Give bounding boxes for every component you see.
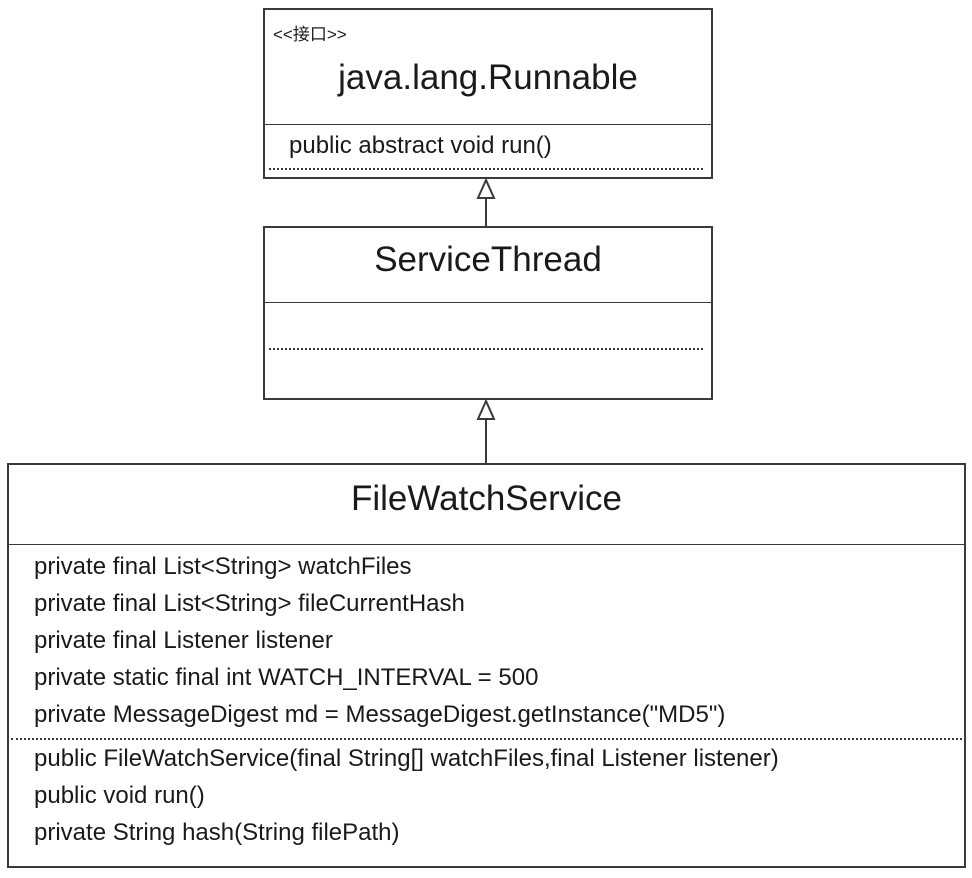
attribute-listener: private final Listener listener: [34, 627, 333, 654]
file-watch-service-class-name: FileWatchService: [351, 479, 622, 518]
operation-hash: private String hash(String filePath): [34, 819, 400, 846]
attribute-watch-interval: private static final int WATCH_INTERVAL …: [34, 664, 539, 691]
service-thread-name-divider: [265, 302, 711, 303]
operation-constructor: public FileWatchService(final String[] w…: [34, 745, 779, 772]
runnable-operation-run: public abstract void run(): [289, 132, 552, 159]
service-thread-class-name: ServiceThread: [374, 240, 602, 279]
file-watch-service-class-box: FileWatchService private final List<Stri…: [7, 463, 966, 868]
runnable-class-name: java.lang.Runnable: [338, 58, 638, 97]
attribute-message-digest: private MessageDigest md = MessageDigest…: [34, 701, 726, 728]
runnable-dashed-divider: [269, 168, 703, 170]
service-thread-dashed-divider: [269, 348, 703, 350]
service-thread-class-box: ServiceThread: [263, 226, 713, 400]
interface-stereotype: <<接口>>: [273, 25, 347, 44]
runnable-name-divider: [265, 124, 711, 125]
inheritance-arrow-service-thread: [476, 398, 496, 463]
attribute-watch-files: private final List<String> watchFiles: [34, 553, 412, 580]
operation-run: public void run(): [34, 782, 205, 809]
realization-arrow-runnable: [476, 177, 496, 226]
runnable-interface-box: <<接口>> java.lang.Runnable public abstrac…: [263, 8, 713, 179]
file-watch-service-dashed-divider: [11, 738, 962, 740]
file-watch-service-name-divider: [9, 544, 964, 545]
attribute-file-current-hash: private final List<String> fileCurrentHa…: [34, 590, 465, 617]
